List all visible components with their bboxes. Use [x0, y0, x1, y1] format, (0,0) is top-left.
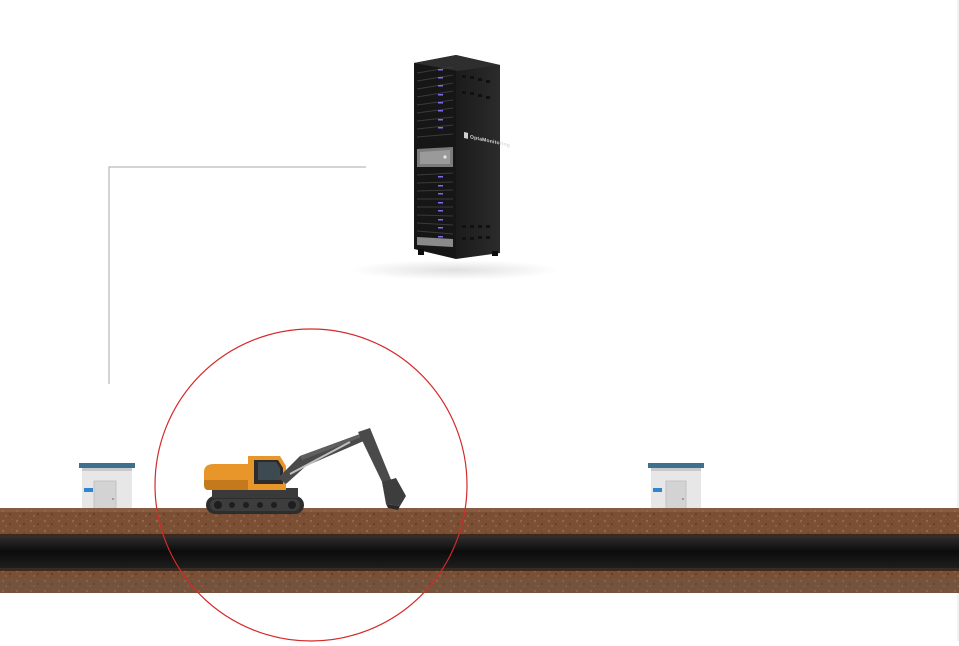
scrollbar-edge — [957, 0, 959, 641]
server-rack-icon: OptaMonitoring — [350, 55, 560, 280]
buried-cable — [0, 538, 959, 568]
soil-ground-section — [0, 508, 959, 593]
highlight-ring — [154, 328, 468, 642]
excavator-icon — [204, 428, 406, 514]
